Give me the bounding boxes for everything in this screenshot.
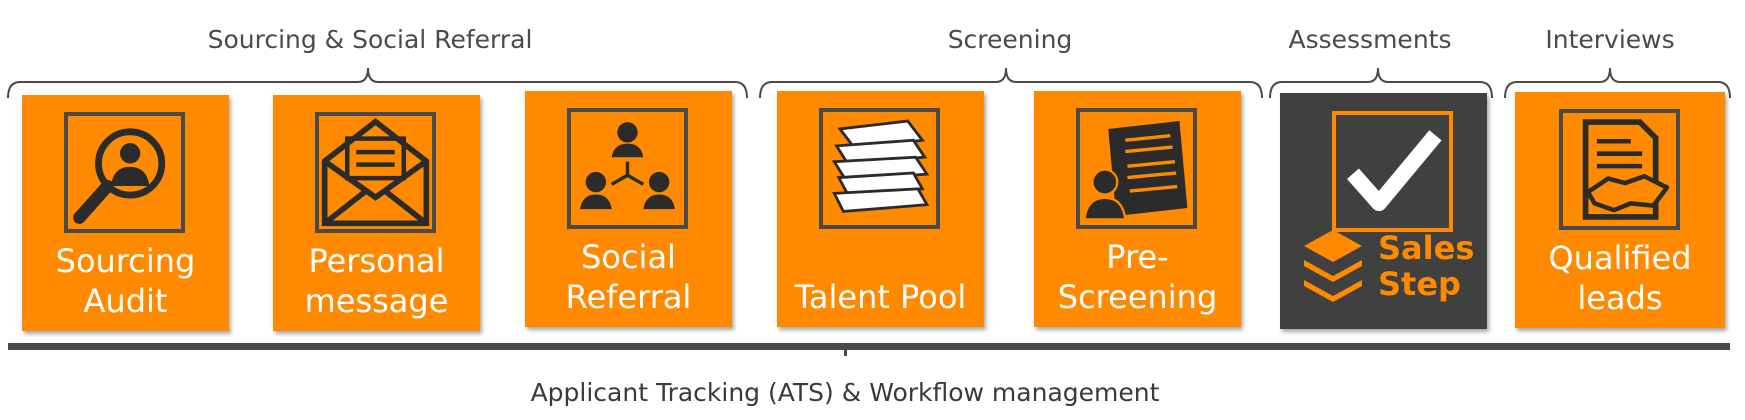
step-tile-talent-pool[interactable]: Talent Pool [777, 91, 984, 327]
open-envelope-icon [315, 112, 436, 233]
resume-person-icon [1076, 108, 1197, 229]
brace-assessments [1269, 67, 1493, 99]
step-label: Pre-Screening [1057, 238, 1218, 316]
ats-label: Applicant Tracking (ATS) & Workflow mana… [530, 378, 1160, 407]
phase-label-interviews: Interviews [1545, 25, 1675, 54]
ats-bar [8, 343, 1730, 350]
magnifier-person-icon [64, 112, 185, 233]
brace-screening [759, 67, 1263, 99]
phase-label-assessments: Assessments [1288, 25, 1452, 54]
document-handshake-icon [1559, 109, 1680, 230]
layers-icon [1304, 230, 1362, 302]
ats-bar-tick [844, 349, 847, 356]
phase-label-sourcing: Sourcing & Social Referral [207, 25, 533, 54]
phase-label-screening: Screening [947, 25, 1073, 54]
step-label: Talent Pool [794, 278, 967, 316]
brace-interviews [1504, 67, 1731, 99]
people-network-icon [567, 108, 688, 229]
brace-sourcing [7, 67, 748, 99]
checkmark-icon [1332, 111, 1453, 232]
paper-stack-icon [819, 108, 940, 229]
step-tile-pre-screening[interactable]: Pre-Screening [1034, 91, 1241, 327]
